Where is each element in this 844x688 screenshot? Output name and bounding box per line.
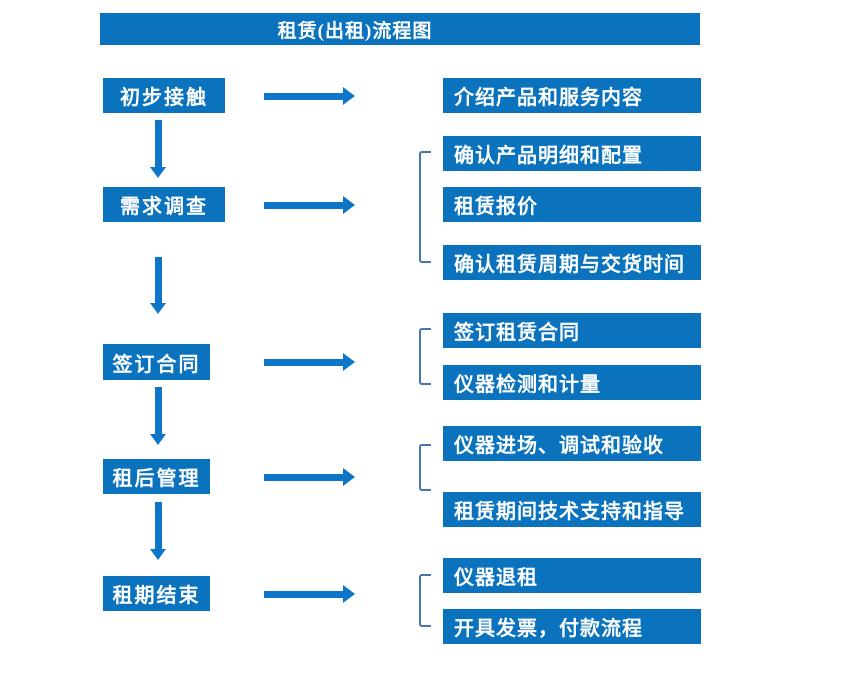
flowchart-title: 租赁(出租)流程图	[277, 20, 433, 42]
bracket-step4-group	[419, 444, 431, 491]
right-arrow-step2-icon	[264, 196, 355, 214]
detail-box-rental-quote: 租赁报价	[443, 187, 701, 222]
right-arrow-step1-icon	[264, 87, 355, 105]
right-arrow-step4-icon	[264, 468, 355, 486]
right-arrow-step5-icon	[264, 585, 355, 603]
down-arrow-step4-5-icon	[150, 502, 167, 560]
bracket-step2-group	[419, 151, 431, 263]
step-box-post-rental-mgmt: 租后管理	[103, 459, 210, 494]
detail-box-invoice-payment: 开具发票，付款流程	[443, 609, 701, 644]
down-arrow-step1-2-icon	[150, 120, 167, 178]
detail-box-instrument-return: 仪器退租	[443, 558, 701, 593]
step-box-demand-survey: 需求调查	[103, 187, 225, 222]
detail-box-intro-products: 介绍产品和服务内容	[443, 78, 701, 113]
bracket-step5-group	[419, 574, 431, 627]
detail-box-confirm-period: 确认租赁周期与交货时间	[443, 245, 701, 280]
detail-box-instrument-setup: 仪器进场、调试和验收	[443, 426, 701, 461]
detail-box-tech-support: 租赁期间技术支持和指导	[443, 492, 701, 527]
detail-box-instrument-testing: 仪器检测和计量	[443, 365, 701, 400]
down-arrow-step3-4-icon	[150, 387, 167, 445]
down-arrow-step2-3-icon	[150, 257, 167, 314]
step-box-rental-end: 租期结束	[103, 576, 210, 611]
right-arrow-step3-icon	[264, 353, 355, 371]
step-box-initial-contact: 初步接触	[103, 78, 225, 113]
detail-box-confirm-product: 确认产品明细和配置	[443, 136, 701, 171]
step-box-sign-contract: 签订合同	[103, 344, 210, 380]
detail-box-sign-rental-contract: 签订租赁合同	[443, 313, 701, 348]
flowchart-title-bar: 租赁(出租)流程图	[100, 13, 700, 45]
bracket-step3-group	[419, 328, 431, 385]
